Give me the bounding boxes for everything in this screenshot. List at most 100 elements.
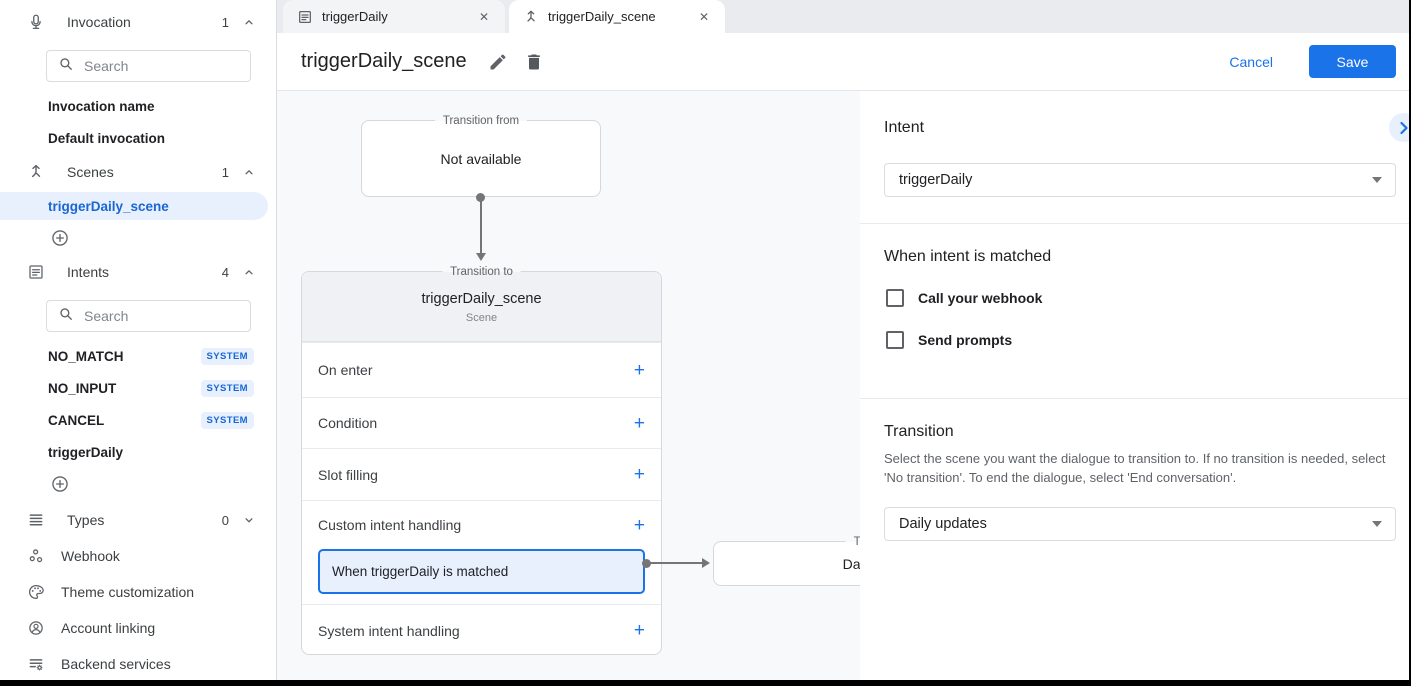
details-panel: Intent triggerDaily When intent is match… [860, 91, 1411, 686]
transition-select-value: Daily updates [899, 516, 987, 532]
send-prompts-checkbox-row[interactable]: Send prompts [886, 331, 1411, 349]
chevron-down-icon[interactable] [242, 513, 256, 527]
scene-canvas[interactable]: Transition from Not available Transition… [277, 91, 860, 686]
system-badge: SYSTEM [200, 379, 254, 397]
intent-label: NO_INPUT [48, 380, 117, 396]
collapse-panel-button[interactable] [1389, 113, 1411, 142]
transition-from-legend: Transition from [434, 113, 528, 129]
window-border-bottom [0, 680, 1411, 686]
row-label: System intent handling [318, 622, 460, 639]
chevron-up-icon[interactable] [242, 265, 256, 279]
intent-label: triggerDaily [48, 444, 124, 460]
checkbox-unchecked[interactable] [886, 289, 904, 307]
transition-description: Select the scene you want the dialogue t… [884, 451, 1386, 485]
add-intent-button[interactable] [50, 474, 70, 494]
sidebar-item-invocation-name[interactable]: Invocation name [48, 98, 155, 114]
sidebar-item-account-linking[interactable]: Account linking [0, 614, 276, 642]
search-icon [57, 55, 75, 78]
tab-triggerdaily-scene[interactable]: triggerDaily_scene ✕ [509, 0, 725, 33]
sidebar-item-triggerdaily[interactable]: triggerDaily [0, 438, 276, 466]
chevron-up-icon[interactable] [242, 165, 256, 179]
account-icon [27, 619, 45, 637]
cancel-button[interactable]: Cancel [1229, 53, 1273, 70]
palette-icon [27, 583, 45, 601]
intent-heading: Intent [884, 119, 925, 136]
search-icon [57, 305, 75, 328]
page-title: triggerDaily_scene [301, 50, 467, 72]
row-custom-intent-header: Custom intent handling + [302, 501, 661, 549]
add-scene-button[interactable] [50, 228, 70, 248]
section-count: 0 [221, 512, 229, 528]
connector-line-vertical [480, 197, 482, 254]
sidebar-item-triggerdaily-scene[interactable]: triggerDaily_scene [0, 192, 268, 220]
checkbox-unchecked[interactable] [886, 331, 904, 349]
edit-icon[interactable] [487, 51, 509, 73]
scene-icon [523, 9, 539, 25]
sidebar-item-no-input[interactable]: NO_INPUT SYSTEM [0, 374, 276, 402]
tab-label: triggerDaily_scene [548, 9, 656, 24]
sidebar-section-types[interactable]: Types 0 [0, 506, 276, 534]
tab-triggerdaily[interactable]: triggerDaily ✕ [283, 0, 505, 33]
row-label: Custom intent handling [318, 517, 462, 533]
row-system-intent-handling: System intent handling + [302, 604, 661, 656]
add-icon[interactable]: + [633, 620, 645, 641]
sidebar-item-theme-customization[interactable]: Theme customization [0, 578, 276, 606]
close-icon[interactable]: ✕ [698, 9, 709, 24]
transition-heading: Transition [884, 423, 954, 440]
arrow-right-icon [702, 558, 710, 568]
sidebar-item-default-invocation[interactable]: Default invocation [48, 130, 166, 146]
row-on-enter: On enter + [302, 342, 661, 397]
transition-select[interactable]: Daily updates [884, 507, 1396, 541]
add-icon[interactable]: + [633, 412, 645, 434]
add-icon[interactable]: + [633, 464, 645, 485]
close-icon[interactable]: ✕ [478, 9, 489, 24]
link-label: Account linking [61, 620, 156, 636]
connector-line-horizontal [647, 562, 703, 564]
webhook-icon [27, 547, 45, 565]
connector-dot [642, 559, 651, 568]
delete-icon[interactable] [523, 51, 545, 73]
transition-from-box: Transition from Not available [361, 113, 601, 197]
sidebar-section-invocation[interactable]: Invocation 1 [0, 8, 276, 36]
intents-search[interactable] [46, 300, 251, 332]
add-icon[interactable]: + [633, 359, 645, 381]
save-button[interactable]: Save [1309, 45, 1396, 78]
microphone-icon [27, 13, 45, 31]
chevron-up-icon[interactable] [242, 15, 256, 29]
panel-divider [860, 223, 1411, 224]
search-input[interactable] [84, 308, 224, 324]
sidebar-item-backend-services[interactable]: Backend services [0, 650, 276, 678]
section-label: Scenes [67, 164, 114, 180]
row-slot-filling: Slot filling + [302, 448, 661, 500]
sidebar-item-webhook[interactable]: Webhook [0, 542, 276, 570]
when-intent-matched-heading: When intent is matched [884, 248, 1052, 265]
chevron-right-icon [1399, 121, 1408, 134]
transition-to-legend: Transition to [845, 534, 860, 550]
intent-icon [297, 9, 313, 25]
sidebar-section-intents[interactable]: Intents 4 [0, 258, 276, 286]
sidebar-section-scenes[interactable]: Scenes 1 [0, 158, 276, 186]
invocation-search[interactable] [46, 50, 251, 82]
backend-services-icon [27, 655, 45, 673]
intent-select[interactable]: triggerDaily [884, 163, 1396, 197]
checkbox-label: Send prompts [918, 332, 1013, 348]
transition-target-box: Transition to Daily updates [713, 534, 860, 586]
section-label: Types [67, 512, 105, 528]
arrow-down-icon [476, 253, 486, 261]
link-label: Backend services [61, 656, 171, 672]
sidebar-item-no-match[interactable]: NO_MATCH SYSTEM [0, 342, 276, 370]
transition-from-value: Not available [440, 150, 522, 167]
tab-strip: triggerDaily ✕ triggerDaily_scene ✕ [277, 0, 1411, 33]
intent-handler-item-selected[interactable]: When triggerDaily is matched [318, 549, 645, 594]
row-label: On enter [318, 362, 373, 378]
row-label: Slot filling [318, 466, 378, 483]
call-webhook-checkbox-row[interactable]: Call your webhook [886, 289, 1411, 307]
add-icon[interactable]: + [633, 514, 645, 536]
sidebar-item-cancel[interactable]: CANCEL SYSTEM [0, 406, 276, 434]
page-header: triggerDaily_scene Cancel Save [277, 33, 1411, 91]
search-input[interactable] [84, 58, 224, 74]
main-area: triggerDaily ✕ triggerDaily_scene ✕ trig… [277, 0, 1411, 686]
scene-card: Transition to triggerDaily_scene Scene O… [301, 264, 662, 656]
checkbox-label: Call your webhook [918, 290, 1043, 306]
